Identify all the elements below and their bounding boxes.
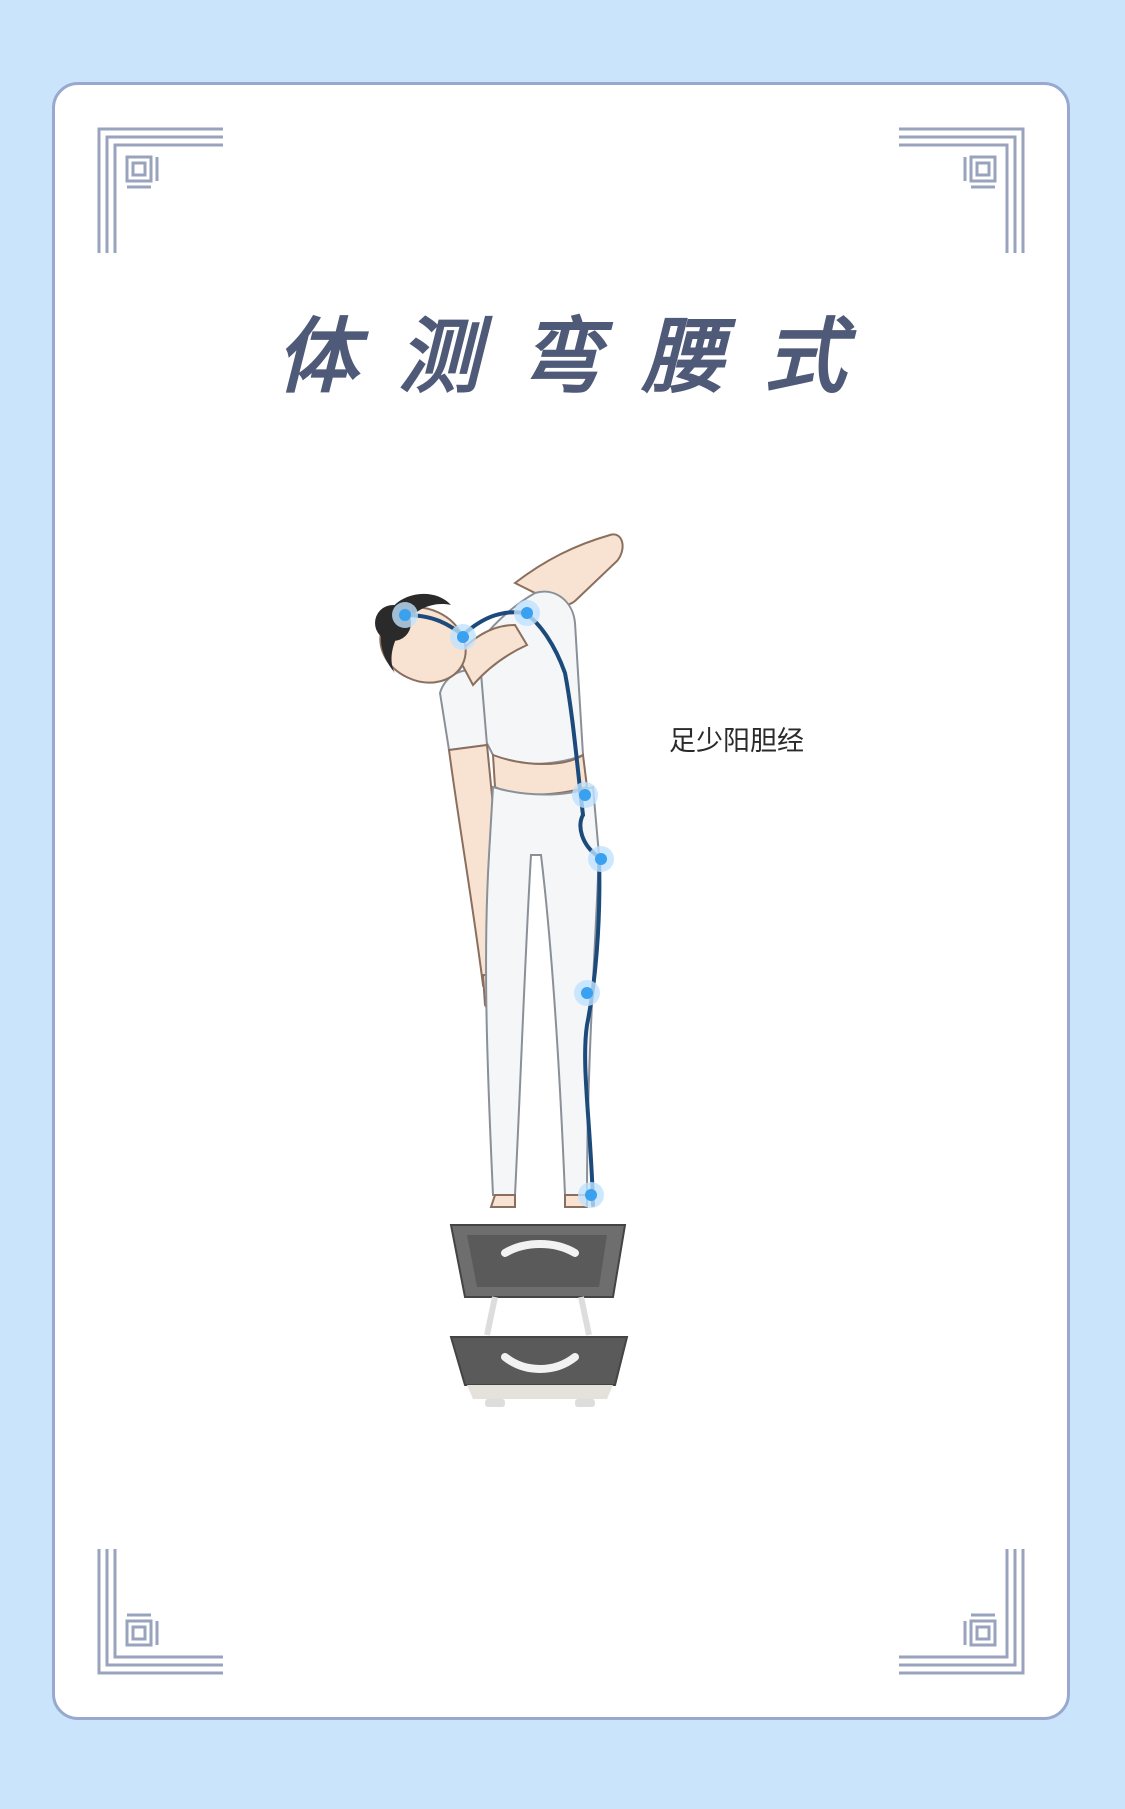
card: 体测弯腰式 xyxy=(52,82,1070,1720)
acupoint-marker-icon xyxy=(392,602,418,628)
step-stool-icon xyxy=(449,1224,629,1407)
acupoint-marker-icon xyxy=(588,846,614,872)
page-title: 体测弯腰式 xyxy=(276,309,886,405)
corner-ornament-icon xyxy=(899,1549,1025,1675)
acupoint-marker-icon xyxy=(450,624,476,650)
acupoint-marker-icon xyxy=(514,600,540,626)
corner-ornament-icon xyxy=(899,127,1025,253)
stretching-figure-illustration xyxy=(375,533,629,1407)
acupoint-marker-icon xyxy=(572,782,598,808)
corner-ornament-icon xyxy=(97,1549,223,1675)
acupoint-marker-icon xyxy=(578,1182,604,1208)
acupoint-marker-icon xyxy=(574,980,600,1006)
corner-ornament-icon xyxy=(97,127,223,253)
meridian-label: 足少阳胆经 xyxy=(669,726,804,757)
